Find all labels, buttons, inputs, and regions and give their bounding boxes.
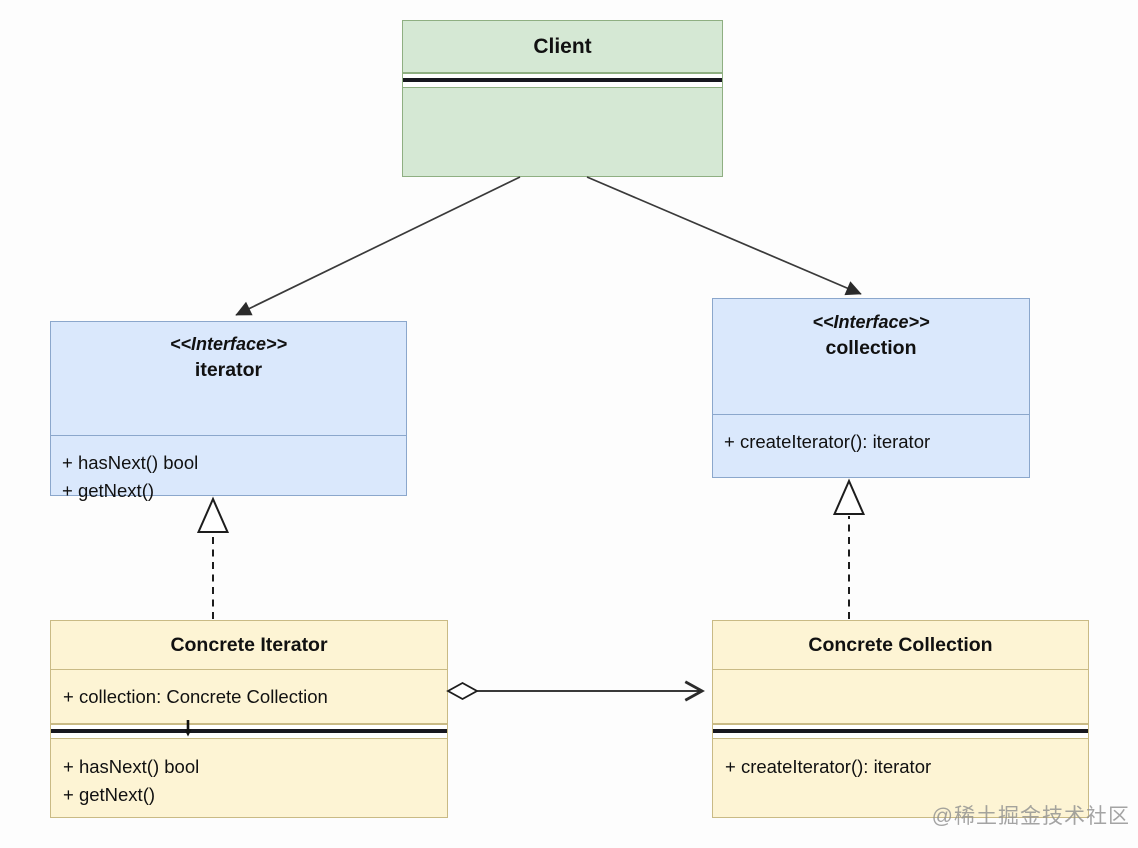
methods-compartment: + createIterator(): iterator — [713, 415, 1029, 477]
class-box-concrete-collection: Concrete Collection + createIterator(): … — [712, 620, 1089, 818]
class-body-client — [403, 88, 722, 176]
class-box-client: Client — [402, 20, 723, 177]
method-getnext: + getNext() — [63, 784, 156, 805]
class-name: iterator — [194, 359, 263, 381]
stereotype-label: <<Interface>> — [169, 334, 288, 354]
method-createiterator: + createIterator(): iterator — [724, 431, 931, 452]
class-title-concrete-iterator: Concrete Iterator — [51, 621, 447, 670]
method-hasnext: + hasNext() bool — [62, 452, 199, 473]
association-arrow-client-to-collection — [586, 176, 862, 296]
class-name: collection — [825, 337, 917, 359]
aggregation-diamond-icon — [446, 681, 479, 701]
class-title-iterator: <<Interface>> iterator — [51, 322, 406, 436]
watermark-text: @稀土掘金技术社区 — [931, 805, 1130, 828]
compartment-separator — [51, 724, 447, 739]
class-box-iterator-interface: <<Interface>> iterator + hasNext() bool … — [50, 321, 407, 501]
attributes-compartment: + collection: Concrete Collection — [51, 670, 447, 724]
thick-rule — [51, 729, 447, 733]
class-title-collection: <<Interface>> collection — [713, 299, 1029, 415]
method-getnext: + getNext() — [62, 480, 155, 501]
class-box-concrete-iterator: Concrete Iterator + collection: Concrete… — [50, 620, 448, 818]
attributes-compartment-empty — [713, 670, 1088, 724]
methods-compartment: + hasNext() bool + getNext() — [51, 436, 406, 505]
association-arrow-client-to-iterator — [235, 176, 521, 316]
methods-compartment: + createIterator(): iterator — [713, 739, 1088, 817]
thick-rule — [713, 729, 1088, 733]
methods-compartment: + hasNext() bool + getNext() — [51, 739, 447, 817]
attribute-collection: + collection: Concrete Collection — [63, 685, 328, 707]
class-title-client: Client — [403, 21, 722, 73]
class-box-collection-interface: <<Interface>> collection + createIterato… — [712, 298, 1030, 478]
compartment-separator — [713, 724, 1088, 739]
realization-triangle-collection — [832, 478, 866, 515]
compartment-separator — [403, 73, 722, 88]
method-createiterator: + createIterator(): iterator — [725, 756, 932, 777]
stereotype-label: <<Interface>> — [812, 312, 930, 332]
class-title-concrete-collection: Concrete Collection — [713, 621, 1088, 670]
thick-rule — [403, 78, 722, 82]
method-hasnext: + hasNext() bool — [63, 756, 200, 777]
